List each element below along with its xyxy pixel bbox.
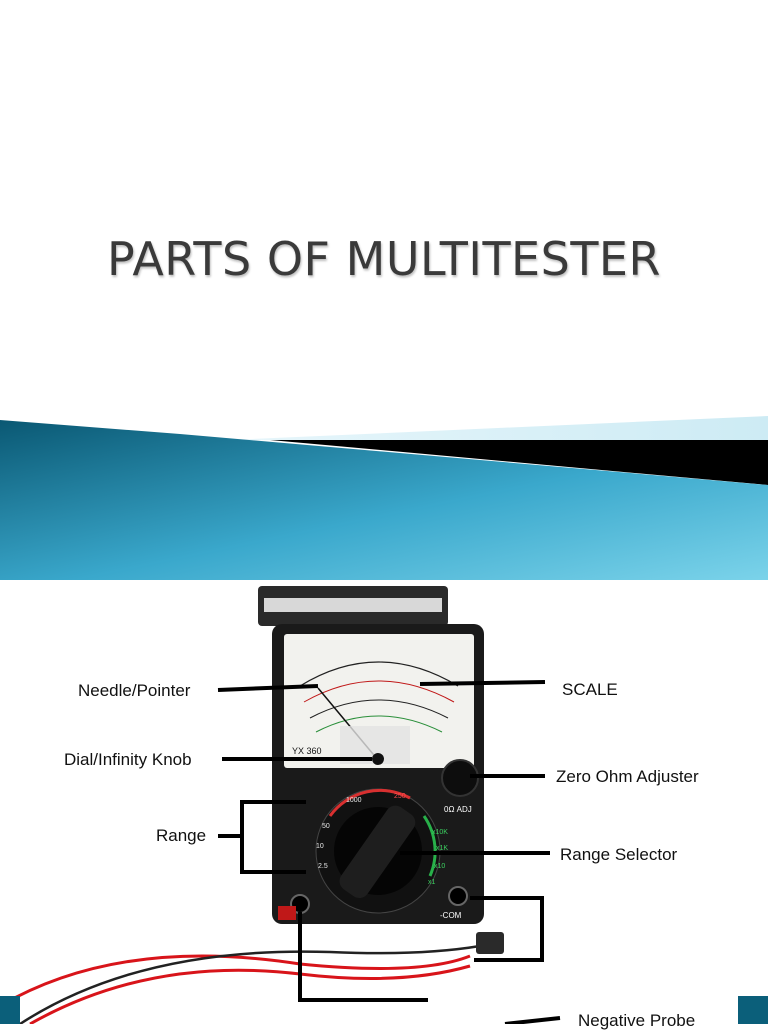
needle-label: Needle/Pointer: [78, 681, 191, 700]
negative-probe-label: Negative Probe: [578, 1011, 696, 1030]
needle-leader: [217, 684, 319, 692]
svg-text:1000: 1000: [346, 797, 362, 804]
svg-text:250: 250: [394, 793, 406, 800]
decorative-banner: [0, 416, 768, 580]
dial-label: Dial/Infinity Knob: [64, 750, 192, 769]
positive-probe-bracket: [298, 912, 428, 1002]
svg-text:2.5: 2.5: [318, 863, 328, 870]
svg-text:50: 50: [322, 823, 330, 830]
svg-text:10: 10: [316, 843, 324, 850]
com-label: -COM: [440, 911, 462, 920]
svg-text:x10: x10: [434, 863, 445, 870]
red-probe-cable: [0, 954, 471, 1008]
range-label: Range: [156, 826, 207, 845]
scale-label: SCALE: [562, 680, 618, 699]
scale-leader: [419, 680, 546, 686]
svg-text:x10K: x10K: [432, 829, 448, 836]
meter-face: [284, 634, 474, 768]
infinity-knob: [372, 753, 384, 765]
black-probe-cable: [19, 944, 481, 1024]
svg-text:x1K: x1K: [436, 845, 448, 852]
com-jack: [448, 886, 468, 906]
svg-text:x1: x1: [428, 879, 436, 886]
range-selector-label: Range Selector: [560, 845, 678, 864]
slide-title: PARTS OF MULTITESTER: [107, 232, 661, 286]
negative-probe-bracket: [470, 896, 544, 962]
multitester-diagram: YX 360 0Ω ADJ 1000 250 50 10 2.5 x10K x1…: [0, 586, 768, 1024]
zero-adj-label: 0Ω ADJ: [444, 805, 472, 814]
probe-tip: [476, 932, 504, 954]
zero-ohm-label: Zero Ohm Adjuster: [556, 767, 699, 786]
model-label: YX 360: [292, 746, 322, 756]
